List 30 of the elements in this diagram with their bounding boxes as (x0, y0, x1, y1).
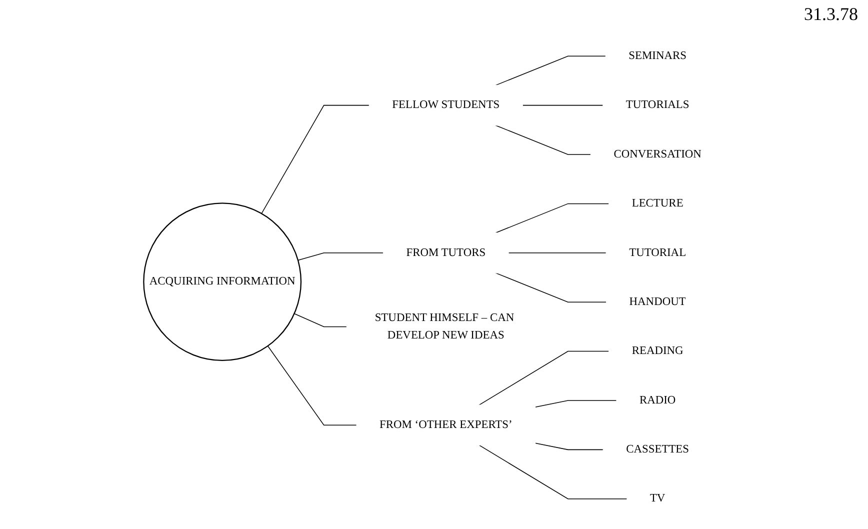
node-text: STUDENT HIMSELF – CAN DEVELOP NEW IDEAS (374, 312, 514, 342)
node-text: FROM TUTORS (406, 246, 486, 259)
connector (261, 104, 370, 214)
node-text: TV (650, 492, 666, 505)
connector (478, 350, 610, 406)
node-text: LECTURE (632, 197, 684, 210)
connector (495, 272, 607, 302)
connector (534, 400, 617, 408)
node-text: HANDOUT (629, 296, 686, 308)
node-text: FELLOW STUDENTS (392, 99, 500, 112)
node-text: TUTORIAL (629, 246, 686, 259)
connector (478, 444, 628, 500)
node-text: CONVERSATION (614, 148, 702, 160)
node-text: CASSETTES (626, 443, 690, 456)
connector (495, 203, 610, 234)
node-circle: ACQUIRING INFORMATION (143, 202, 302, 362)
connector (495, 124, 592, 155)
node-text: TUTORIALS (626, 99, 690, 112)
connector (508, 252, 607, 254)
connector (534, 442, 604, 450)
connector (298, 252, 384, 261)
connector (522, 104, 604, 106)
connector (294, 313, 348, 328)
connector (495, 56, 606, 86)
node-text: READING (632, 345, 684, 358)
connector (267, 346, 357, 426)
date-note: 31.3.78 (804, 4, 858, 25)
node-text: SEMINARS (628, 50, 686, 62)
node-text: FROM ‘OTHER EXPERTS’ (380, 418, 512, 431)
node-text: RADIO (639, 394, 676, 406)
